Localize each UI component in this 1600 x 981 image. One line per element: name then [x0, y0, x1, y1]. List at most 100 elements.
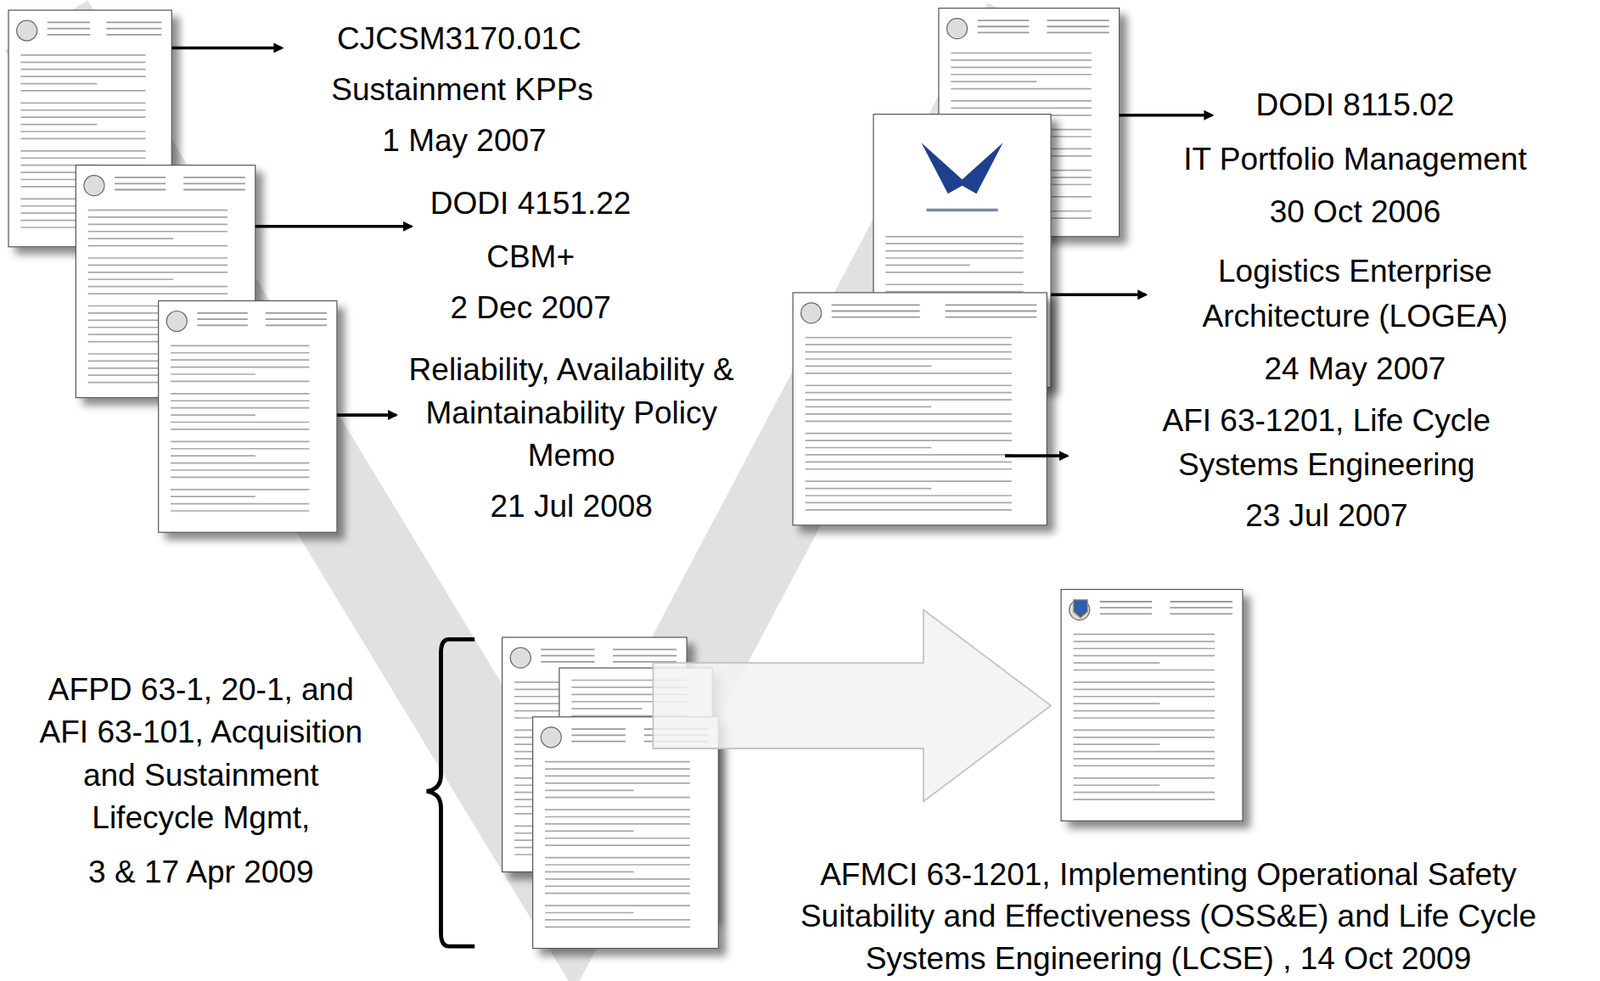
- document-page-sheet: [1061, 589, 1243, 822]
- text-line: [544, 857, 691, 859]
- seal: [801, 303, 822, 324]
- document-label: DODI 8115.02: [1256, 87, 1455, 123]
- seal: [16, 20, 38, 41]
- text-line: [1047, 25, 1110, 28]
- document-page-sheet: [158, 300, 337, 533]
- text-line: [805, 365, 932, 368]
- text-line: [945, 310, 1038, 313]
- text-line: [885, 283, 1023, 286]
- text-line: [544, 878, 691, 881]
- text-line: [977, 19, 1030, 22]
- text-line: [1169, 600, 1233, 603]
- text-line: [114, 189, 166, 191]
- text-line: [20, 138, 146, 141]
- text-line: [170, 366, 309, 369]
- seal: [540, 727, 562, 748]
- text-line: [540, 655, 595, 657]
- text-line: [885, 291, 1023, 293]
- text-line: [20, 89, 146, 92]
- seal: [1069, 600, 1090, 621]
- text-line: [950, 107, 1091, 110]
- document-label: Systems Engineering: [1178, 448, 1476, 483]
- text-line: [885, 235, 1023, 238]
- text-line: [885, 271, 1023, 274]
- text-line: [540, 649, 595, 652]
- seal: [947, 18, 968, 40]
- text-line: [1047, 32, 1110, 34]
- text-line: [170, 503, 309, 506]
- text-line: [805, 420, 1012, 422]
- document-label: AFI 63-1201, Life Cycle: [1162, 404, 1491, 439]
- text-line: [544, 830, 634, 833]
- text-line: [977, 25, 1030, 28]
- text-line: [47, 33, 90, 36]
- document-label: AFI 63-101, Acquisition: [39, 715, 364, 751]
- text-line: [88, 224, 228, 226]
- text-line: [805, 439, 1012, 442]
- text-line: [170, 477, 309, 479]
- text-line: [885, 250, 1023, 253]
- text-line: [950, 100, 1091, 102]
- text-line: [47, 22, 90, 24]
- text-line: [88, 286, 228, 288]
- text-line: [20, 102, 146, 105]
- text-line: [544, 912, 634, 915]
- text-line: [805, 432, 1012, 435]
- text-line: [544, 904, 691, 907]
- text-line: [831, 310, 921, 313]
- text-line: [170, 421, 309, 424]
- document-label: 24 May 2007: [1264, 352, 1447, 388]
- text-line: [571, 707, 642, 710]
- bracket: [426, 639, 475, 947]
- text-line: [1073, 798, 1216, 801]
- document-label: Memo: [527, 438, 616, 474]
- text-line: [1073, 702, 1161, 705]
- seal: [510, 647, 531, 669]
- text-line: [544, 837, 691, 840]
- text-line: [88, 245, 228, 248]
- document-label: 2 Dec 2007: [450, 291, 612, 326]
- document-page: [1061, 589, 1243, 822]
- caption-line: Systems Engineering (LCSE) , 14 Oct 2009: [865, 942, 1472, 977]
- text-line: [170, 407, 309, 410]
- text-line: [1073, 757, 1216, 760]
- text-line: [805, 351, 1012, 354]
- document-label: 23 Jul 2007: [1245, 499, 1408, 534]
- text-line: [945, 316, 1038, 319]
- text-line: [196, 312, 248, 315]
- text-line: [88, 292, 228, 295]
- text-line: [20, 68, 146, 71]
- text-line: [544, 885, 691, 888]
- text-line: [805, 336, 1012, 339]
- text-line: [805, 454, 1012, 456]
- document-label: 21 Jul 2008: [490, 489, 653, 525]
- text-line: [265, 324, 327, 326]
- text-line: [1073, 777, 1216, 780]
- text-line: [183, 182, 246, 185]
- text-line: [805, 494, 1012, 497]
- text-line: [977, 32, 1030, 34]
- text-line: [571, 728, 626, 730]
- text-line: [170, 392, 309, 395]
- text-line: [88, 216, 228, 219]
- text-line: [265, 312, 327, 315]
- document-label: DODI 4151.22: [430, 186, 632, 222]
- text-line: [544, 768, 691, 770]
- text-line: [805, 509, 1012, 511]
- text-line: [1073, 765, 1216, 768]
- text-line: [1073, 751, 1216, 753]
- text-line: [183, 189, 246, 191]
- text-line: [1073, 662, 1161, 664]
- text-line: [805, 384, 1012, 387]
- text-line: [196, 318, 248, 320]
- text-line: [183, 176, 246, 179]
- text-line: [950, 59, 1091, 62]
- text-line: [544, 808, 691, 811]
- document-label: Logistics Enterprise: [1218, 253, 1493, 289]
- text-line: [805, 343, 1012, 346]
- text-line: [170, 359, 309, 361]
- text-line: [1073, 791, 1216, 794]
- text-line: [805, 358, 1012, 360]
- text-line: [1169, 606, 1233, 609]
- text-line: [170, 428, 309, 431]
